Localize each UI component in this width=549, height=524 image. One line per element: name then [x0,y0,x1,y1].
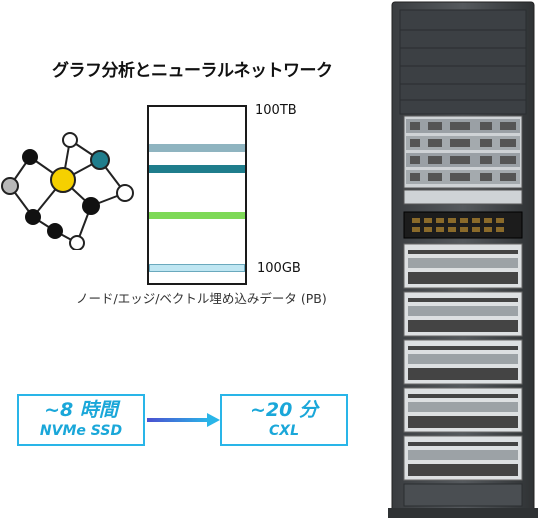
cxl-label: CXL [269,423,299,439]
nvme-time: ~8 時間 [44,399,118,421]
nvme-time-box: ~8 時間 NVMe SSD [17,394,145,446]
graph-node [90,150,110,170]
graph-node [22,149,38,165]
storage-scale-bar [147,105,247,285]
graph-node [116,184,134,202]
nvme-label: NVMe SSD [39,423,123,439]
graph-node [1,177,19,195]
cxl-time: ~20 分 [250,399,318,421]
server-rack-image [388,1,538,518]
scale-bottom-label: 100GB [257,261,301,276]
network-graph-icon [1,132,134,250]
right-arrow-icon [147,413,220,427]
page-title: グラフ分析とニューラルネットワーク [52,61,333,81]
scale-band [149,165,245,173]
graph-node [47,223,63,239]
scale-band [149,264,245,272]
scale-caption: ノード/エッジ/ベクトル埋め込みデータ (PB) [76,291,327,306]
graph-node-center [50,167,76,193]
scale-band [149,212,245,219]
scale-top-label: 100TB [255,103,297,118]
graph-node [69,235,85,250]
cxl-time-box: ~20 分 CXL [220,394,348,446]
graph-node [82,197,100,215]
scale-band [149,144,245,152]
graph-node [25,209,41,225]
graph-node [62,132,78,148]
